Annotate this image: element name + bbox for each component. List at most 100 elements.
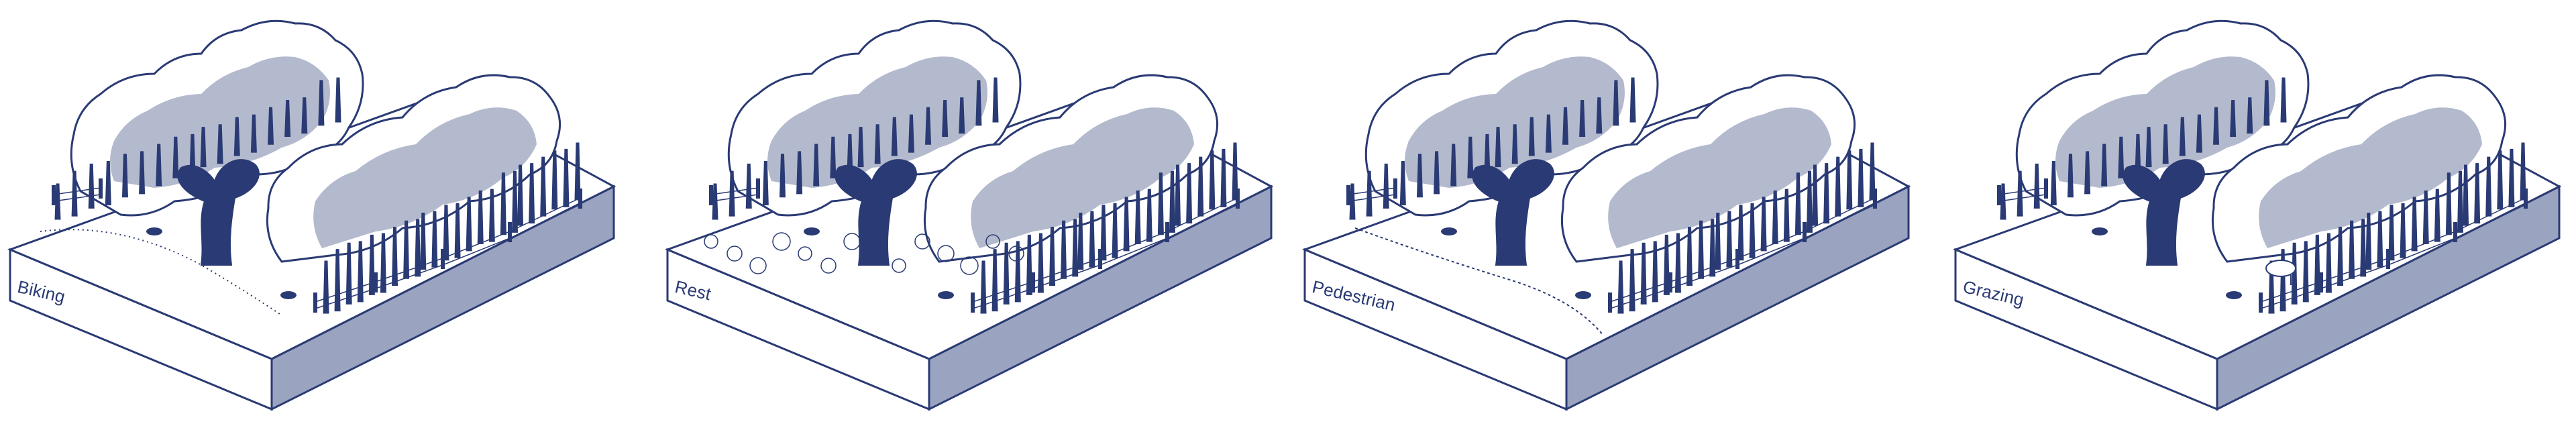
fence-post <box>441 249 445 269</box>
tree-trunk <box>857 127 864 168</box>
fence-post <box>1608 292 1612 313</box>
tree-stump <box>1575 291 1591 299</box>
tree-trunk <box>1434 151 1440 195</box>
tree-trunk <box>403 220 410 279</box>
bike-trail <box>40 229 282 316</box>
undergrowth <box>937 245 955 262</box>
tree-trunk <box>1366 170 1373 217</box>
tree-trunk <box>368 234 375 295</box>
tree-trunk <box>2101 144 2108 187</box>
fence-post <box>2453 222 2457 242</box>
tree-trunk <box>1629 249 1635 312</box>
tree-trunk <box>2457 170 2463 233</box>
fence-post <box>2044 178 2048 199</box>
tree-trunk <box>1511 124 1518 164</box>
fence-post <box>1165 222 1169 242</box>
tree-trunk <box>2162 124 2169 164</box>
fence-post <box>1735 249 1739 269</box>
tree-trunk <box>454 203 461 258</box>
undergrowth <box>772 232 791 251</box>
tree-trunk <box>925 107 932 145</box>
fence-post <box>1668 272 1672 292</box>
tree-trunk <box>1467 136 1474 178</box>
block-illustration <box>7 19 616 411</box>
fence-wire <box>1348 194 1396 202</box>
block-illustration <box>664 19 1274 411</box>
fence-post <box>2386 249 2390 269</box>
undergrowth <box>960 256 979 275</box>
tree-trunk <box>431 211 438 268</box>
tree-trunk <box>1686 227 1693 286</box>
tree-trunk <box>172 136 179 178</box>
tree-trunk <box>1783 189 1790 242</box>
footpath <box>1354 227 1604 336</box>
tree-trunk <box>2434 189 2440 242</box>
undergrowth <box>820 258 837 274</box>
tree-trunk <box>762 161 769 206</box>
tree-trunk <box>2145 127 2152 168</box>
tree-trunk <box>121 154 128 198</box>
tree-trunk <box>1579 99 1586 137</box>
tree-trunk <box>233 117 240 156</box>
tree-trunk <box>2118 136 2125 178</box>
tree-trunk <box>1760 197 1767 252</box>
tree-trunk <box>1823 163 1830 224</box>
tree-trunk <box>2247 97 2253 134</box>
scene-biking: Biking <box>0 0 644 426</box>
canopy-fill <box>1608 107 1831 248</box>
tree-trunk <box>1089 211 1095 268</box>
tree-stump <box>938 291 954 299</box>
tree-trunk <box>1846 150 1853 210</box>
fence-post <box>709 185 713 205</box>
tree-trunk <box>874 124 881 164</box>
tree-trunk <box>1049 227 1056 286</box>
tree-trunk <box>2365 212 2372 270</box>
canopy-fill <box>313 107 537 248</box>
tree-trunk <box>1450 144 1457 187</box>
fence-post <box>374 272 378 292</box>
tree-trunk <box>156 144 162 187</box>
tree-trunk <box>1528 117 1535 156</box>
tree-trunk <box>729 170 735 217</box>
fence-wire <box>710 187 759 195</box>
tree-trunk <box>1061 220 1067 279</box>
fence-wire <box>1348 187 1396 195</box>
fence-wire <box>53 194 101 202</box>
fence-wire <box>710 194 759 202</box>
tree-trunk <box>345 242 352 305</box>
tree-trunk <box>891 117 898 156</box>
tree-trunk <box>443 205 449 261</box>
undergrowth <box>1008 246 1024 262</box>
tree-trunk <box>1835 156 1841 217</box>
canopy-fill <box>2259 107 2482 248</box>
undergrowth <box>798 246 812 261</box>
tree-trunk <box>551 150 558 210</box>
tree-trunk <box>1726 211 1733 268</box>
tree-trunk <box>500 172 506 235</box>
tree-trunk <box>2263 80 2270 126</box>
tree-trunk <box>1562 107 1569 145</box>
canopy-fill <box>110 56 330 188</box>
tree-trunk <box>1715 212 1721 270</box>
tree-trunk <box>959 97 965 134</box>
tree-trunk <box>200 127 207 168</box>
central-tree <box>1472 159 1554 266</box>
tree-trunk <box>1100 205 1107 261</box>
tree-trunk <box>942 99 949 137</box>
central-tree <box>2123 159 2205 266</box>
fence-wire <box>1998 187 2047 195</box>
tree-trunk <box>1674 233 1681 293</box>
tree-trunk <box>1383 163 1389 209</box>
fence-post <box>1873 189 1877 209</box>
tree-trunk <box>2325 233 2332 293</box>
tree-trunk <box>477 191 484 245</box>
tree-trunk <box>2337 227 2344 286</box>
tree-trunk <box>1737 205 1744 261</box>
tree-trunk <box>2349 220 2355 279</box>
tree-trunk <box>2474 163 2481 224</box>
tree-trunk <box>779 154 786 198</box>
tree-trunk <box>529 163 535 224</box>
tree-trunk <box>1134 191 1141 245</box>
tree-trunk <box>1146 189 1152 242</box>
tree-trunk <box>1169 170 1175 233</box>
